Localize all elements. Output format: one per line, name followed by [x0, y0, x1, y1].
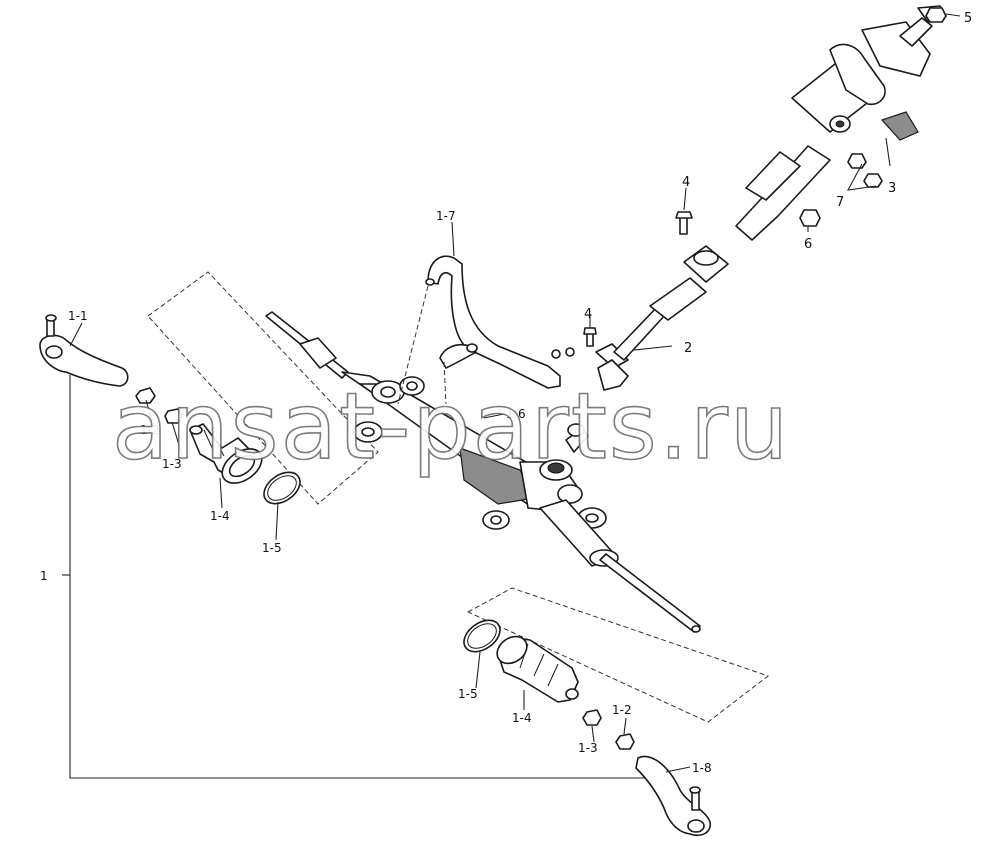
callout-7: 7 [836, 195, 844, 210]
callout-2: 2 [684, 341, 692, 356]
callout-1-7: 1-7 [436, 209, 456, 223]
callout-1-1: 1-1 [68, 309, 88, 323]
jam-nut-left [164, 408, 183, 424]
callout-5: 5 [964, 11, 972, 26]
tie-rod-end-right [635, 755, 712, 837]
bolt-4-lower [583, 327, 597, 347]
callout-4-upper: 4 [682, 175, 690, 190]
jam-nut-right [582, 709, 602, 726]
callout-1-4-top: 1-4 [210, 509, 230, 523]
bolt-4-upper [675, 211, 693, 235]
bellows-boot-right [496, 635, 579, 703]
watermark: ansat-parts.ru [112, 373, 790, 480]
boot-kit-frame-bottom [466, 587, 770, 723]
callout-1-2-bottom: 1-2 [612, 703, 632, 717]
boot-kit-frame-top [147, 271, 379, 505]
lock-nut-left [135, 387, 156, 404]
assembly-bracket-1 [69, 375, 660, 779]
hydraulic-pipe [425, 255, 575, 389]
callout-1-3-bottom: 1-3 [578, 741, 598, 755]
lock-nut-right [615, 733, 635, 750]
nut-6 [799, 209, 821, 227]
callout-1-4-bottom: 1-4 [512, 711, 532, 725]
callout-1-3-top: 1-3 [162, 457, 182, 471]
boot-clamp-ring-left [263, 471, 301, 505]
callout-1-6: 1-6 [506, 407, 526, 421]
bellows-boot-left [189, 423, 263, 484]
nut-7 [847, 153, 867, 169]
callout-4-lower: 4 [584, 307, 592, 322]
callout-3: 3 [888, 181, 896, 196]
callout-1-8: 1-8 [692, 761, 712, 775]
steering-rack-housing [265, 311, 701, 633]
callout-1-2-top: 1-2 [140, 423, 160, 437]
tie-rod-end-left [39, 314, 129, 387]
boot-clamp-ring-right [463, 619, 501, 653]
nut-5 [925, 7, 947, 23]
callout-1: 1 [40, 569, 48, 583]
callout-1-5-top: 1-5 [262, 541, 282, 555]
intermediate-shaft [595, 245, 729, 391]
callout-6: 6 [804, 237, 812, 252]
callout-1-5-bottom: 1-5 [458, 687, 478, 701]
steering-column [735, 5, 947, 241]
